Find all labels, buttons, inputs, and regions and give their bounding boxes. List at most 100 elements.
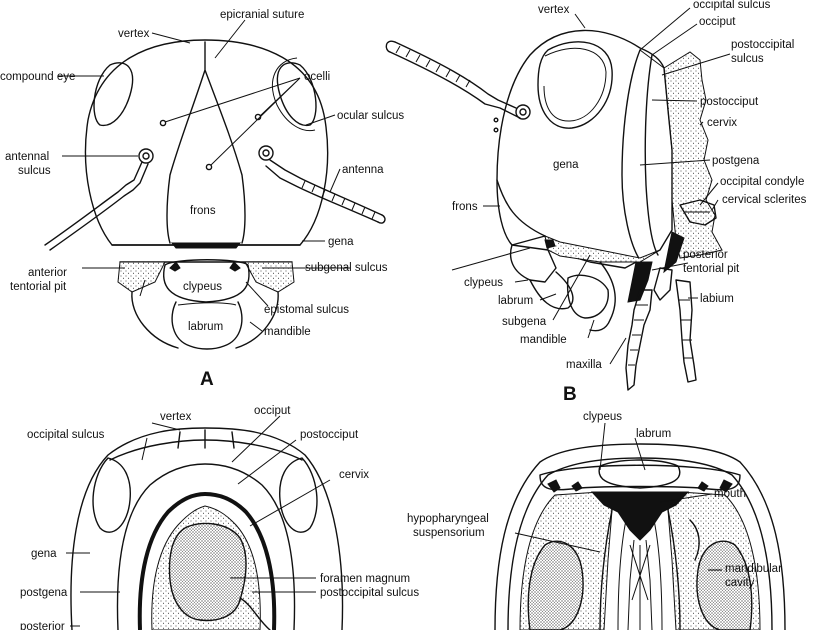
panel-a-labrum bbox=[171, 301, 243, 350]
label-b-cervix: cervix bbox=[707, 117, 737, 129]
label-c-posterior: posterior bbox=[20, 621, 65, 630]
label-c-cervix: cervix bbox=[339, 469, 369, 481]
panel-b-labrum bbox=[529, 271, 574, 310]
panel-c-foramen-magnum bbox=[168, 522, 247, 622]
panel-c-compound-eye-right bbox=[279, 457, 318, 533]
panel-a-antennal-socket-right bbox=[258, 145, 274, 161]
label-d-hypopharyngeal-2: suspensorium bbox=[413, 527, 485, 539]
panel-b-lateral-view: vertex occipital sulcus occiput postocci… bbox=[385, 0, 807, 405]
label-d-clypeus: clypeus bbox=[583, 411, 622, 423]
label-antennal-sulcus-2: sulcus bbox=[18, 165, 51, 177]
label-frons: frons bbox=[190, 205, 216, 217]
panel-c-head-capsule bbox=[70, 427, 344, 630]
panel-c-occipital-sulcus bbox=[109, 439, 303, 461]
panel-a-clypeus bbox=[163, 259, 250, 303]
panel-b-letter: B bbox=[563, 384, 577, 405]
panel-b-labium bbox=[653, 267, 697, 383]
label-ocular-sulcus: ocular sulcus bbox=[337, 110, 404, 122]
panel-c-compound-eye-left bbox=[92, 457, 131, 533]
label-b-labrum: labrum bbox=[498, 295, 533, 307]
label-c-gena: gena bbox=[31, 548, 57, 560]
panel-d-clypeus bbox=[539, 464, 741, 491]
panel-b-occipital-condyle bbox=[679, 199, 717, 226]
label-vertex: vertex bbox=[118, 28, 150, 40]
label-d-labrum: labrum bbox=[636, 428, 671, 440]
label-anterior-tentorial-pit-1: anterior bbox=[28, 267, 67, 279]
panel-a-anterior-tentorial-pit bbox=[117, 261, 166, 293]
panel-b-posterior-tentorial-pit bbox=[627, 261, 653, 303]
panel-a-ocellus-left bbox=[159, 119, 167, 127]
label-anterior-tentorial-pit-2: tentorial pit bbox=[10, 281, 67, 293]
label-b-occiput: occiput bbox=[699, 16, 736, 28]
panel-c-occiput bbox=[116, 463, 296, 630]
label-b-gena: gena bbox=[553, 159, 579, 171]
panel-c-postocciput bbox=[137, 491, 277, 630]
label-b-postocciput: postocciput bbox=[700, 96, 759, 108]
label-compound-eye: compound eye bbox=[0, 71, 75, 83]
label-b-posterior-tentorial-pit-2: tentorial pit bbox=[683, 263, 740, 275]
label-b-postoccipital-sulcus-1: postoccipital bbox=[731, 39, 794, 51]
label-subgenal-sulcus: subgenal sulcus bbox=[305, 262, 388, 274]
label-c-occipital-sulcus: occipital sulcus bbox=[27, 429, 105, 441]
label-d-hypopharyngeal-1: hypopharyngeal bbox=[407, 513, 489, 525]
panel-a-letter: A bbox=[200, 369, 214, 390]
panel-a-antennal-socket-left bbox=[138, 148, 154, 164]
panel-a-compound-eye-left bbox=[93, 62, 134, 127]
panel-d-labels: clypeus labrum mouth hypopharyngeal susp… bbox=[407, 411, 782, 589]
label-gena: gena bbox=[328, 236, 354, 248]
label-c-occiput: occiput bbox=[254, 405, 291, 417]
label-b-frons: frons bbox=[452, 201, 478, 213]
label-c-vertex: vertex bbox=[160, 411, 192, 423]
label-labrum: labrum bbox=[188, 321, 223, 333]
panel-a-compound-eye-right bbox=[276, 62, 317, 127]
panel-a-ocellus-median bbox=[205, 163, 213, 171]
panel-b-occipital-sulcus bbox=[621, 49, 641, 261]
label-d-mandibular-cavity-1: mandibular bbox=[725, 563, 782, 575]
label-antennal-sulcus-1: antennal bbox=[5, 151, 49, 163]
label-mandible: mandible bbox=[264, 326, 311, 338]
panel-a-epicranial-suture bbox=[166, 41, 246, 244]
panel-b-subgena bbox=[544, 235, 661, 263]
label-b-maxilla: maxilla bbox=[566, 359, 602, 371]
panel-b-clypeus bbox=[509, 244, 557, 283]
panel-d-hypopharyngeal-suspensorium bbox=[599, 509, 681, 630]
label-b-cervical-sclerites: cervical sclerites bbox=[722, 194, 807, 206]
label-epistomal-sulcus: epistomal sulcus bbox=[264, 304, 349, 316]
panel-c-labels: vertex occiput occipital sulcus postocci… bbox=[20, 405, 419, 630]
panel-d-ventral-inner-view: clypeus labrum mouth hypopharyngeal susp… bbox=[407, 411, 786, 630]
label-b-posterior-tentorial-pit-1: posterior bbox=[683, 249, 728, 261]
panel-a-mandible-right bbox=[235, 291, 279, 349]
panel-d-head-capsule bbox=[494, 443, 786, 630]
label-b-postoccipital-sulcus-2: sulcus bbox=[731, 53, 764, 65]
label-d-mouth: mouth bbox=[714, 488, 746, 500]
label-c-foramen-magnum: foramen magnum bbox=[320, 573, 410, 585]
label-epicranial-suture: epicranial suture bbox=[220, 9, 304, 21]
label-b-clypeus: clypeus bbox=[464, 277, 503, 289]
label-b-labium: labium bbox=[700, 293, 734, 305]
panel-a-antenna-left bbox=[44, 161, 149, 251]
panel-b-labels: vertex occipital sulcus occiput postocci… bbox=[452, 0, 807, 405]
label-c-postocciput: postocciput bbox=[300, 429, 359, 441]
panel-a-ocular-sulcus bbox=[272, 57, 316, 132]
label-clypeus: clypeus bbox=[183, 281, 222, 293]
label-b-occipital-sulcus: occipital sulcus bbox=[693, 0, 771, 11]
label-b-mandible: mandible bbox=[520, 334, 567, 346]
panel-d-mandibular-cavity-left bbox=[527, 540, 584, 630]
panel-b-maxilla bbox=[625, 289, 653, 391]
label-antenna: antenna bbox=[342, 164, 384, 176]
panel-a-frontal-view: vertex epicranial suture compound eye oc… bbox=[0, 9, 404, 390]
panel-b-mandible bbox=[566, 274, 609, 319]
label-b-subgena: subgena bbox=[502, 316, 547, 328]
panel-a-mandible-left bbox=[131, 291, 179, 349]
panel-b-postoccipital-sulcus bbox=[644, 54, 659, 256]
panel-b-antenna bbox=[385, 40, 531, 120]
label-b-occipital-condyle: occipital condyle bbox=[720, 176, 804, 188]
label-c-postoccipital-sulcus: postoccipital sulcus bbox=[320, 587, 419, 599]
panel-a-antenna-right bbox=[265, 159, 386, 224]
label-ocelli: ocelli bbox=[304, 71, 330, 83]
panel-c-posterior-view: vertex occiput occipital sulcus postocci… bbox=[20, 405, 419, 630]
label-c-postgena: postgena bbox=[20, 587, 68, 599]
label-b-postgena: postgena bbox=[712, 155, 760, 167]
